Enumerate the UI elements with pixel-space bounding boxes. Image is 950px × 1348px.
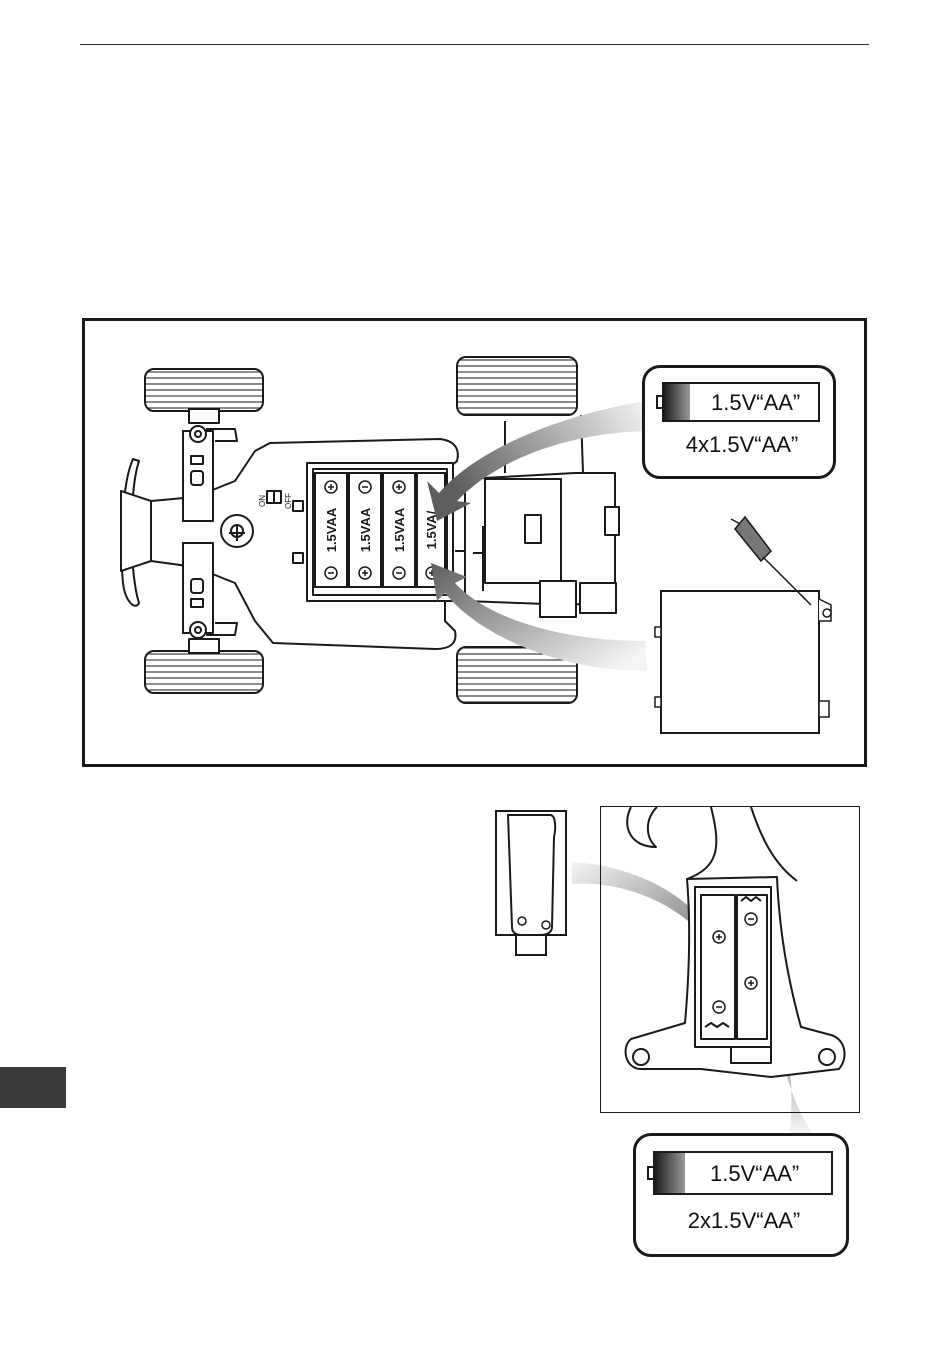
car-battery-figure: 1.5VAA 1.5VAA 1.5VAA 1.5VA/ ON OFF [82,318,867,767]
switch-on-label: ON [258,495,267,507]
switch-off-label: OFF [284,493,293,509]
wheel-rear-left [457,357,577,415]
remote-battery-figure [600,806,860,1113]
car-battery-callout: 1.5V“AA” 4x1.5V“AA” [642,365,836,479]
battery-type-label: 1.5V“AA” [711,390,800,416]
battery-cell-label-3: 1.5VAA [392,507,407,552]
wheel-front-right [145,651,263,693]
remote-handle-illustration [601,807,860,1113]
section-tab-marker [0,1067,66,1108]
battery-type-label: 1.5V“AA” [710,1161,799,1187]
remote-battery-cover [494,809,569,959]
battery-cell-label-2: 1.5VAA [358,507,373,552]
battery-count-label: 2x1.5V“AA” [636,1208,852,1234]
battery-cover [661,591,819,733]
wheel-front-left [145,369,263,411]
header-rule [80,44,869,45]
remote-battery-callout: 1.5V“AA” 2x1.5V“AA” [633,1133,849,1257]
battery-count-label: 4x1.5V“AA” [645,432,839,458]
battery-cell-label-1: 1.5VAA [324,507,339,552]
